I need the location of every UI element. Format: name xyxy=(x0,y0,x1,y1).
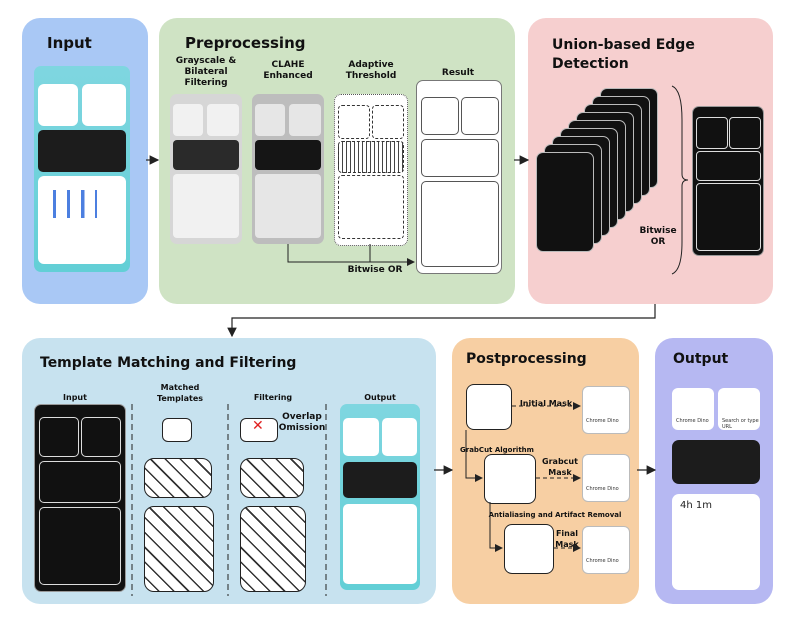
grabcut-mask-label: Grabcut Mask xyxy=(542,457,578,477)
final-mask xyxy=(504,524,554,574)
initial-mask-widget xyxy=(582,386,630,434)
union-title: Union-based Edge Detection xyxy=(552,37,695,72)
arrow-initial-to-grabcut xyxy=(465,430,483,482)
input-title: Input xyxy=(47,34,92,52)
grabcut-mask-widget xyxy=(582,454,630,502)
postprocessing-title: Postprocessing xyxy=(466,351,587,367)
initial-mask xyxy=(466,384,512,430)
step-label-clahe: CLAHE Enhanced xyxy=(263,60,313,81)
output-title: Output xyxy=(673,351,729,367)
matched-template-medium xyxy=(144,458,212,498)
arrow-grabcut-to-final xyxy=(489,502,503,552)
arrow-clahe-bitwise xyxy=(287,244,371,263)
filtered-template-large xyxy=(240,506,306,592)
input-screenshot xyxy=(34,66,130,272)
filtered-template-small xyxy=(240,418,278,442)
output-widget-screentime xyxy=(672,494,760,590)
overlap-cross-icon: ✕ xyxy=(252,418,264,434)
antialiasing-label: Antialiasing and Artifact Removal xyxy=(488,511,622,519)
final-mask-label: Final Mask xyxy=(555,529,579,549)
step-label-threshold: Adaptive Threshold xyxy=(345,60,397,81)
output-chrome-caption: Search or type URL xyxy=(722,418,759,430)
grabcut-algorithm-label: GrabCut Algorithm xyxy=(460,446,534,454)
preprocessing-title: Preprocessing xyxy=(185,34,306,52)
template-col-matched: Matched Templates xyxy=(156,383,204,403)
output-widget-stocks xyxy=(672,440,760,484)
step-label-result: Result xyxy=(441,68,475,78)
output-dino-caption: Chrome Dino xyxy=(676,418,709,424)
template-col-filtering: Filtering xyxy=(253,393,293,402)
matched-template-small xyxy=(162,418,192,442)
union-edge-result xyxy=(692,106,764,256)
grabcut-mask xyxy=(484,454,536,504)
initial-mask-label: Initial Mask xyxy=(519,399,573,408)
matched-template-large xyxy=(144,506,214,592)
filtered-template-medium xyxy=(240,458,304,498)
template-col-output: Output xyxy=(364,393,396,402)
output-screentime-value: 4h 1m xyxy=(680,500,712,511)
template-col-input: Input xyxy=(63,393,87,402)
preprocessing-bitwise-or: Bitwise OR xyxy=(347,265,403,275)
result-screenshot xyxy=(416,80,502,274)
overlap-omission-label: Overlap Omission xyxy=(278,412,326,433)
grabcut-widget-caption: Chrome Dino xyxy=(586,486,619,492)
final-mask-widget xyxy=(582,526,630,574)
union-bitwise-or: Bitwise OR xyxy=(639,226,677,247)
initial-widget-caption: Chrome Dino xyxy=(586,418,619,424)
template-input-edge xyxy=(34,404,126,592)
template-output-screenshot xyxy=(340,404,420,590)
output-widget-chrome xyxy=(718,388,760,430)
template-title: Template Matching and Filtering xyxy=(40,355,297,371)
clahe-screenshot xyxy=(252,94,324,244)
step-label-grayscale: Grayscale & Bilateral Filtering xyxy=(175,56,237,88)
threshold-screenshot xyxy=(334,94,408,246)
arrow-union-to-template xyxy=(227,304,656,338)
output-widget-dino xyxy=(672,388,714,430)
union-bracket xyxy=(671,85,689,275)
grayscale-screenshot xyxy=(170,94,242,244)
final-widget-caption: Chrome Dino xyxy=(586,558,619,564)
